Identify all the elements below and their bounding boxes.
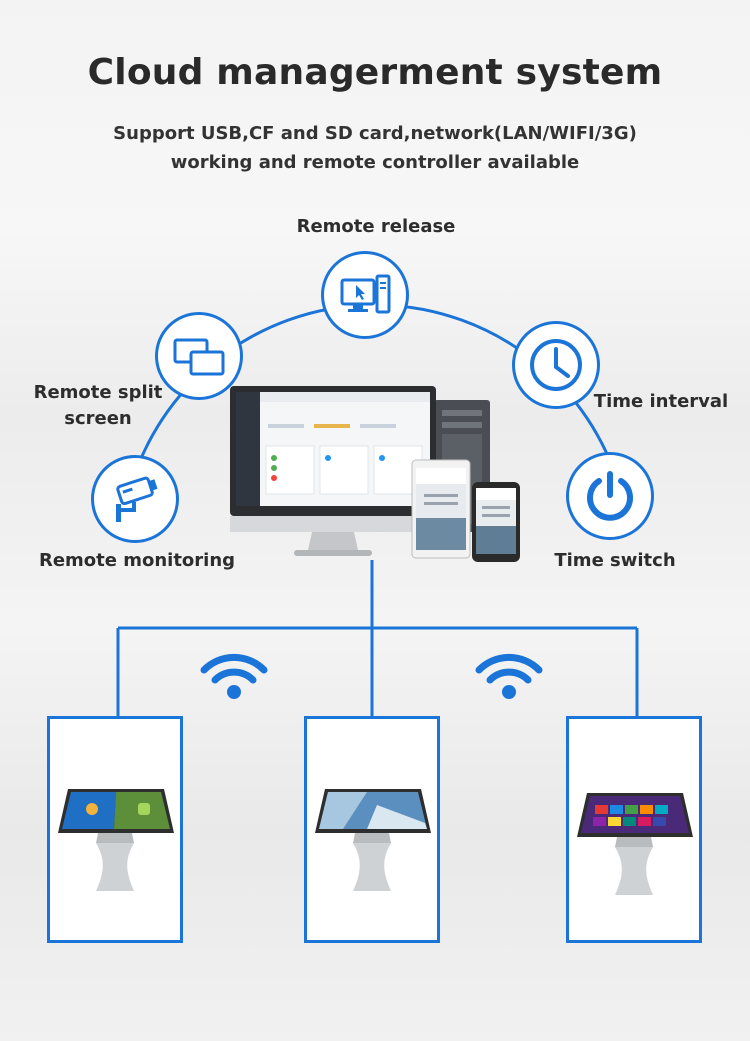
- tablet-illustration: [411, 459, 471, 559]
- label-remote-split: Remote split screen: [16, 380, 180, 432]
- clock-icon: [530, 339, 582, 391]
- computer-click-icon: [340, 274, 391, 314]
- circle-remote-split: [155, 312, 243, 400]
- monitor-illustration: [230, 386, 436, 556]
- circle-time-switch: [566, 452, 654, 540]
- circle-time-interval: [512, 321, 600, 409]
- wifi-icon-right: [475, 653, 543, 699]
- page-title: Cloud managerment system: [87, 52, 663, 93]
- kiosk-box-left: [47, 716, 183, 943]
- power-icon: [587, 471, 633, 521]
- device-group-illustration: [230, 386, 520, 562]
- kiosk-box-center: [304, 716, 440, 943]
- subtitle-line-2: working and remote controller available: [170, 152, 580, 173]
- kiosk-box-right: [566, 716, 702, 943]
- kiosk-landscape-illustration: [315, 789, 431, 891]
- wifi-icon-left: [200, 653, 268, 699]
- label-remote-split-line-1: Remote split: [33, 382, 163, 403]
- label-remote-release: Remote release: [296, 216, 456, 237]
- circle-remote-monitoring: [91, 455, 179, 543]
- label-time-switch: Time switch: [554, 550, 676, 571]
- kiosk-windows-android-illustration: [58, 789, 174, 891]
- circle-remote-release: [321, 251, 409, 339]
- label-remote-monitoring: Remote monitoring: [38, 550, 236, 571]
- subtitle-line-1: Support USB,CF and SD card,network(LAN/W…: [113, 123, 637, 144]
- kiosk-tiles-illustration: [577, 793, 693, 895]
- label-remote-split-line-2: screen: [64, 408, 132, 429]
- split-screen-icon: [173, 338, 225, 376]
- phone-illustration: [472, 482, 520, 562]
- cctv-camera-icon: [116, 476, 158, 522]
- label-time-interval: Time interval: [593, 391, 729, 412]
